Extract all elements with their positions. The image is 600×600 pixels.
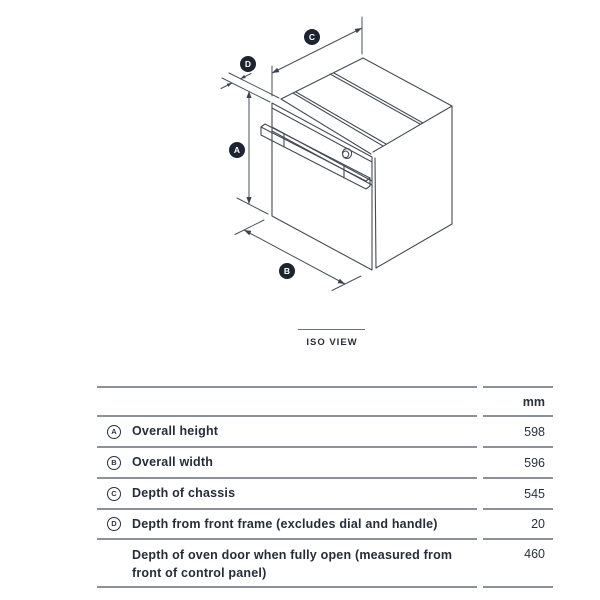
oven-handle (260, 123, 371, 190)
arrow-c-right (354, 28, 362, 34)
table-row: D Depth from front frame (excludes dial … (97, 508, 553, 538)
arrow-a-top (246, 91, 252, 98)
dim-b-ext-left (234, 219, 265, 235)
arrow-b-right (337, 278, 345, 284)
row-value: 460 (483, 538, 553, 586)
dim-b-ext-right (331, 275, 362, 291)
row-label: Overall width (132, 455, 214, 470)
table-row: C Depth of chassis 545 (97, 477, 553, 508)
row-value: 596 (483, 446, 553, 477)
row-label: Depth of chassis (132, 486, 236, 501)
dimension-arrowheads (226, 28, 362, 284)
row-label: Depth of oven door when fully open (meas… (132, 548, 453, 581)
badge-b: B (279, 263, 295, 279)
top-seam-back-2 (333, 72, 424, 124)
row-value: 20 (483, 508, 553, 538)
header-label-cell (97, 386, 477, 415)
oven-outline (260, 57, 453, 271)
top-seam-front-1 (292, 92, 384, 147)
table-row: A Overall height 598 (97, 415, 553, 446)
chassis-top-face (280, 57, 453, 155)
chassis-side-panel (374, 105, 453, 269)
badge-d: D (240, 56, 256, 72)
oven-front-frame (271, 102, 373, 271)
row-value: 598 (483, 415, 553, 446)
frame-top-chamfer (271, 107, 373, 163)
arrow-a-bottom (246, 197, 252, 204)
dim-a-ext-bottom (236, 197, 269, 215)
arrow-b-left (244, 230, 252, 236)
top-seam-back-1 (329, 73, 421, 125)
row-letter-badge: A (107, 424, 121, 439)
dim-a-height (221, 77, 271, 215)
dimension-lines (220, 16, 363, 291)
dim-c-depth (271, 16, 363, 97)
row-letter-badge: B (107, 455, 121, 470)
row-label: Depth from front frame (excludes dial an… (132, 516, 438, 531)
table-row: B Overall width 596 (97, 446, 553, 477)
oven-dial-inner (341, 150, 350, 159)
arrow-d-right (240, 74, 246, 79)
arrow-d-left (226, 83, 232, 87)
arrow-c-left (272, 67, 280, 73)
diagram-caption: ISO VIEW (306, 337, 358, 348)
dim-b-width (234, 219, 362, 291)
row-value: 545 (483, 477, 553, 508)
row-letter-badge: D (107, 517, 121, 531)
table-row: Depth of oven door when fully open (meas… (97, 538, 553, 586)
table-header-row: mm (97, 386, 553, 415)
row-letter-badge-empty (107, 548, 121, 562)
row-label: Overall height (132, 424, 219, 439)
top-seam-front-2 (295, 91, 387, 145)
badge-a: A (229, 142, 245, 158)
dim-d-ext-chassis (228, 72, 280, 99)
oven-iso-diagram (220, 16, 453, 291)
unit-header: mm (483, 386, 553, 415)
row-letter-badge: C (107, 486, 121, 501)
dimensions-table: mm A Overall height 598 B Overall width … (97, 386, 553, 588)
dim-a-ext-top (221, 77, 271, 103)
caption-rule (298, 329, 365, 330)
badge-c: C (304, 29, 320, 45)
